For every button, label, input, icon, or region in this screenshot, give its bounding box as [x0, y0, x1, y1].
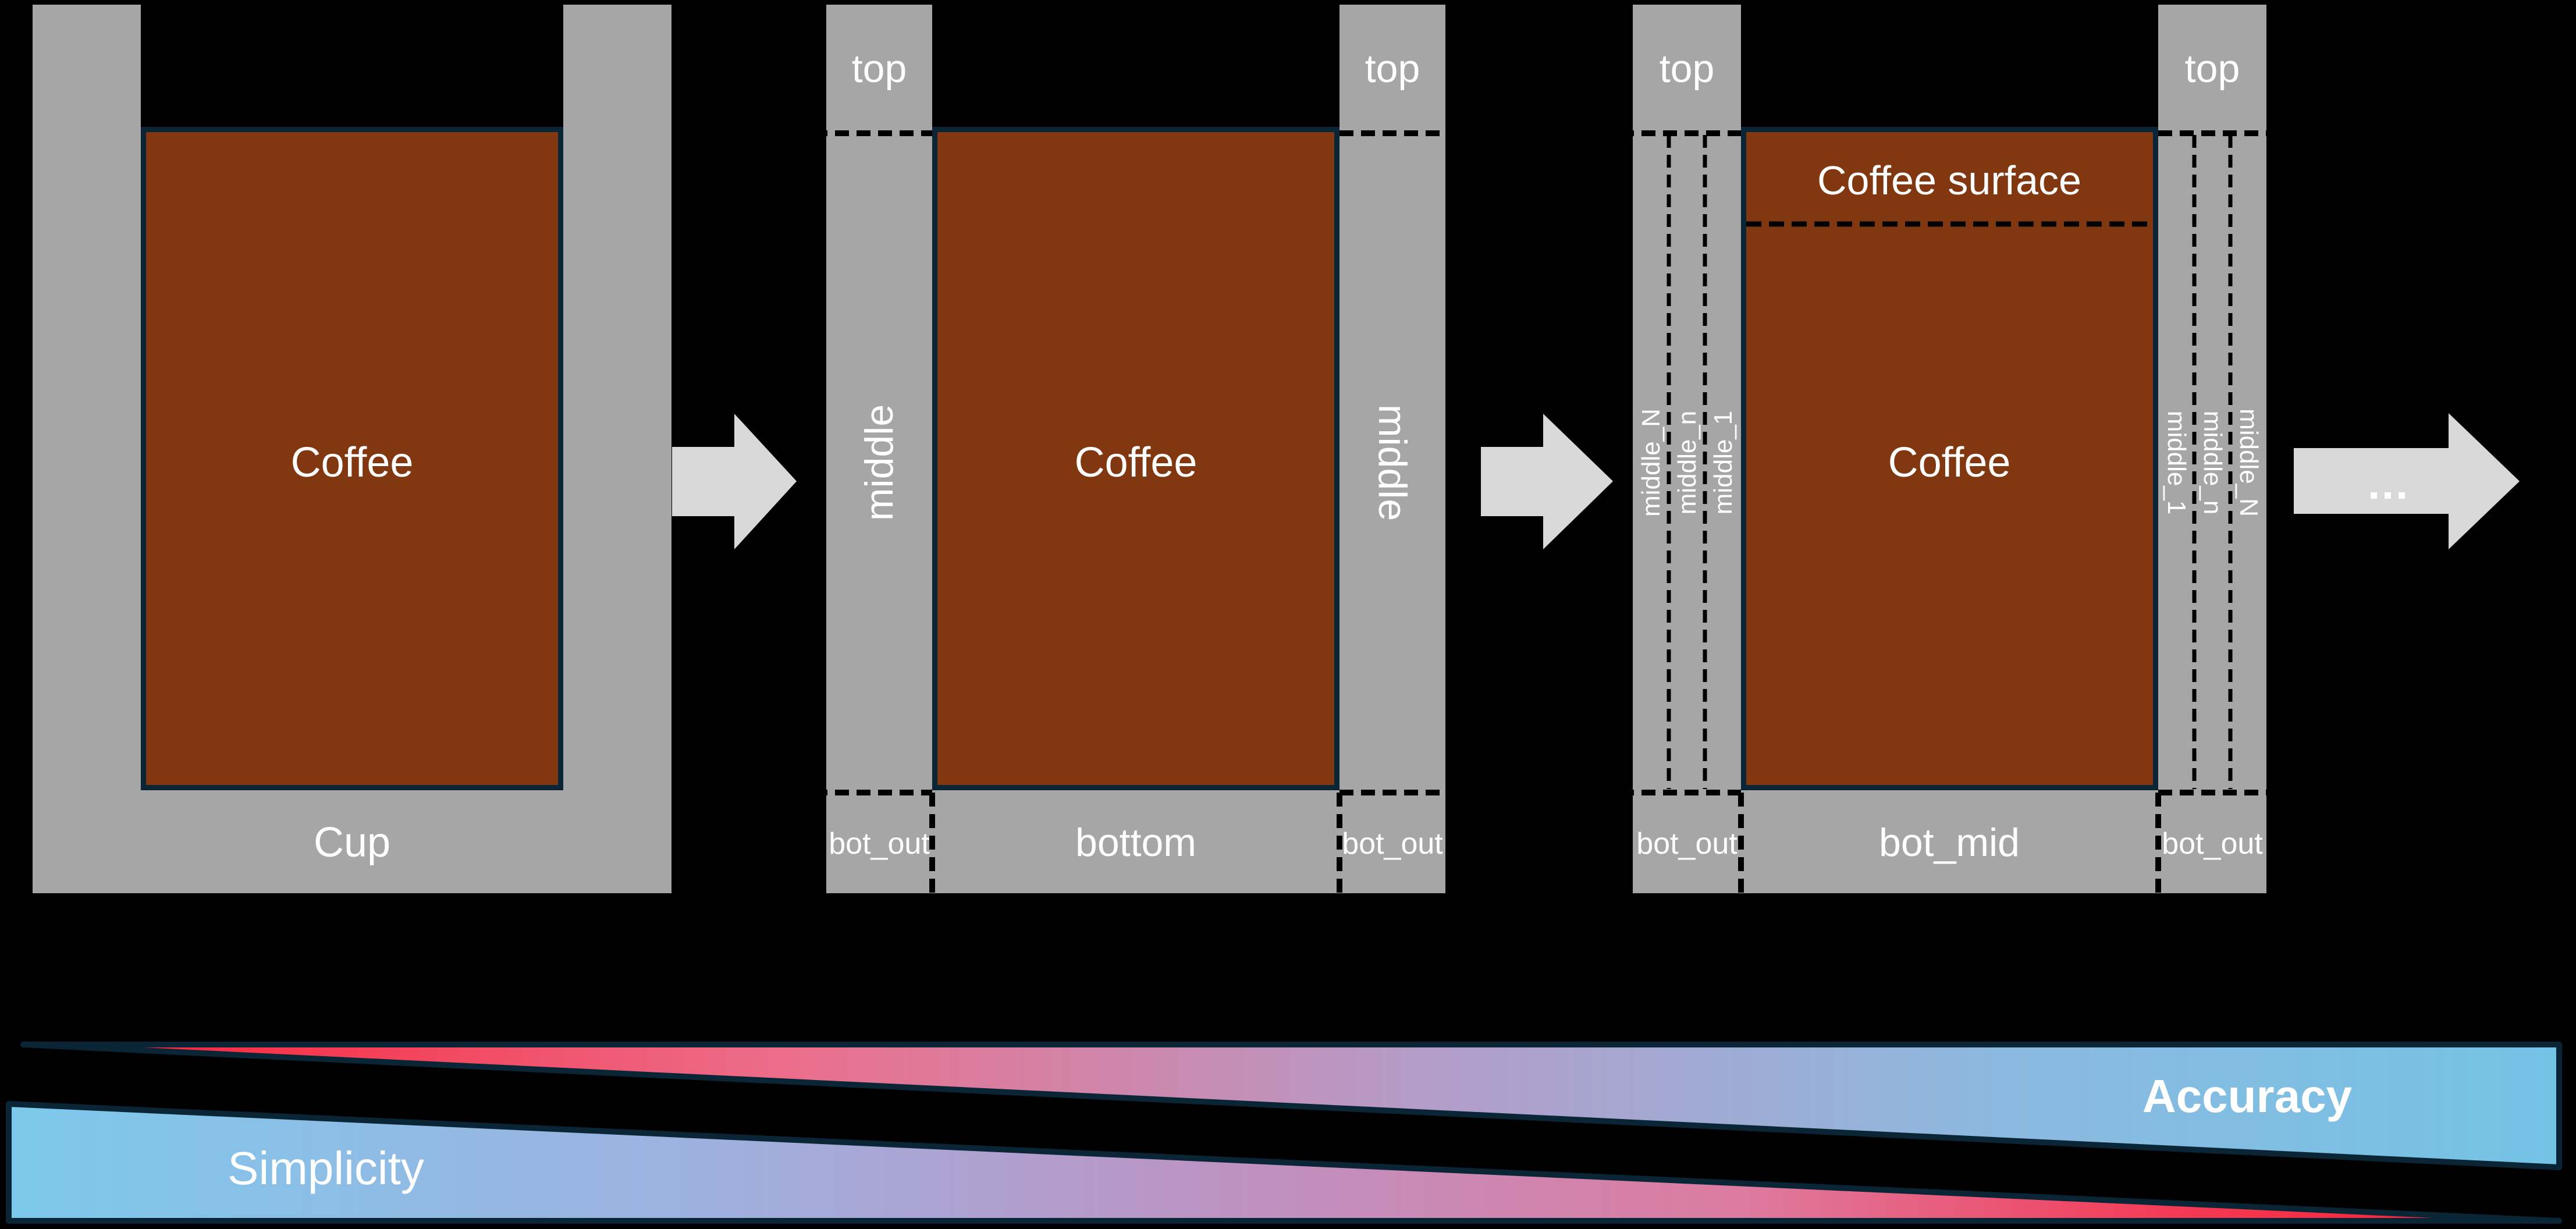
cup2-coffee-region — [932, 127, 1339, 790]
simplicity-wedge — [6, 1101, 2562, 1224]
cup3-right-layer-1-label: middle_1 — [2162, 410, 2191, 515]
cup1-coffee-label: Coffee — [290, 439, 414, 486]
cup1-right-wall — [563, 5, 671, 893]
cup1-cup-label: Cup — [313, 819, 391, 866]
cup3-left-layer-1-label: middle_1 — [1709, 410, 1738, 515]
cup3-right-wall — [2158, 5, 2266, 893]
cup3-top-right-label: top — [2184, 47, 2240, 91]
accuracy-wedge — [20, 1042, 2562, 1170]
cup2-top-left-label: top — [851, 47, 907, 91]
cup3-left-layer-N-label: middle_N — [1637, 409, 1665, 517]
cup1-left-wall — [33, 5, 141, 893]
cup3-left-wall — [1633, 5, 1741, 893]
cup3-bot-mid-label: bot_mid — [1879, 820, 2020, 865]
cup2-top-right-label: top — [1365, 47, 1420, 91]
cup2-coffee-label: Coffee — [1074, 439, 1198, 486]
arrow-3-icon — [2294, 413, 2520, 549]
accuracy-label: Accuracy — [2142, 1070, 2353, 1122]
cup3-top-left-label: top — [1659, 47, 1715, 91]
cup2-right-wall — [1339, 5, 1445, 893]
cup3-right-layer-n-label: middle_n — [2198, 410, 2227, 515]
cup1-coffee-region — [141, 127, 563, 790]
arrow-1-icon — [672, 414, 797, 549]
cup2-middle-left-label: middle — [857, 404, 901, 521]
cup2-bottom-label: bottom — [1075, 820, 1196, 865]
ellipsis-dot-icon — [2399, 492, 2405, 499]
simplicity-label: Simplicity — [228, 1142, 424, 1194]
cup2-left-wall — [826, 5, 932, 893]
cup2-bot-out-left-label: bot_out — [829, 827, 930, 861]
cup3-left-layer-n-label: middle_n — [1673, 410, 1701, 515]
cup3-bot-out-left-label: bot_out — [1636, 827, 1738, 861]
cup3-coffee-label: Coffee — [1888, 439, 2011, 486]
cup2-middle-right-label: middle — [1370, 404, 1415, 521]
cup3-right-layer-N-label: middle_N — [2234, 409, 2263, 517]
ellipsis-dot-icon — [2385, 492, 2391, 499]
arrow-2-icon — [1481, 414, 1613, 549]
cup1-bottom-wall — [33, 790, 671, 893]
cup3-coffee-surface-label: Coffee surface — [1817, 158, 2081, 203]
cup3-coffee-region — [1741, 127, 2158, 790]
ellipsis-dot-icon — [2371, 492, 2377, 499]
cup2-bot-out-right-label: bot_out — [1342, 827, 1443, 861]
cup3-bot-out-right-label: bot_out — [2162, 827, 2263, 861]
